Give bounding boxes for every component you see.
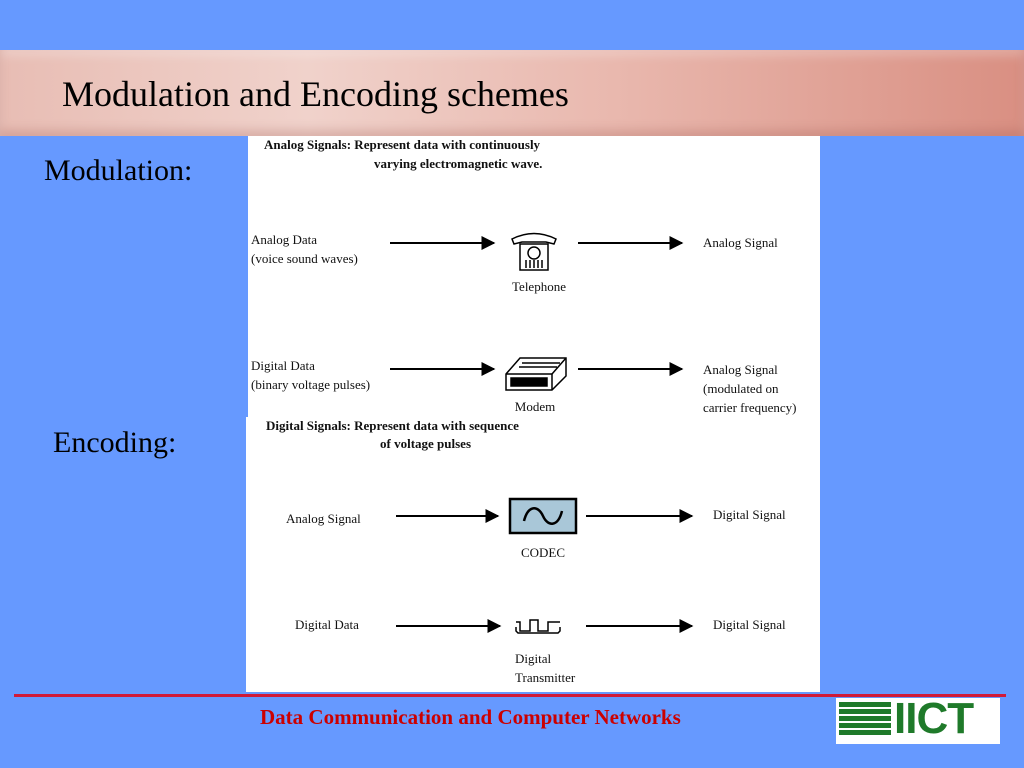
codec-label: CODEC (520, 545, 566, 560)
analog-signal-output-2-note2: carrier frequency) (703, 400, 797, 415)
digital-transmitter-label-line1: Digital (515, 651, 552, 666)
digital-data-sublabel: (binary voltage pulses) (251, 377, 371, 392)
modulation-label: Modulation: (44, 154, 193, 187)
modulation-header-line2: varying electromagnetic wave. (374, 156, 543, 171)
analog-signal-output-2-note1: (modulated on (703, 381, 779, 396)
footer-divider (14, 694, 1006, 697)
analog-signal-output-2: Analog Signal (703, 362, 778, 377)
digital-transmitter-label-line2: Transmitter (515, 670, 576, 685)
analog-data-sublabel: (voice sound waves) (251, 251, 358, 266)
analog-signal-output-1: Analog Signal (703, 235, 778, 250)
digital-transmitter-icon (515, 619, 561, 634)
codec-icon (508, 497, 578, 535)
modulation-diagram-graphics (390, 232, 684, 391)
modulation-header-line1: Analog Signals: Represent data with cont… (264, 137, 541, 152)
encoding-diagram: Digital Signals: Represent data with seq… (246, 417, 820, 692)
encoding-diagram-graphics (396, 497, 694, 634)
slide-title: Modulation and Encoding schemes (62, 74, 569, 114)
telephone-label: Telephone (512, 279, 566, 294)
modem-label: Modem (514, 399, 556, 414)
encoding-label: Encoding: (53, 426, 177, 459)
iict-logo: IICT (836, 694, 1000, 744)
footer-course-title: Data Communication and Computer Networks (260, 705, 681, 729)
digital-data-label: Digital Data (251, 358, 315, 373)
modulation-diagram: Analog Signals: Represent data with cont… (248, 136, 820, 417)
analog-data-label: Analog Data (251, 232, 318, 247)
digital-signal-output-1: Digital Signal (713, 507, 786, 522)
title-band (0, 50, 1024, 136)
modem-icon (505, 357, 567, 391)
telephone-icon (511, 232, 557, 271)
logo-text: IICT (894, 694, 974, 743)
encoding-header-line1: Digital Signals: Represent data with seq… (266, 418, 519, 433)
logo-stripes-icon (839, 702, 891, 740)
analog-signal-input-label: Analog Signal (286, 511, 361, 526)
digital-data-input-label: Digital Data (295, 617, 359, 632)
encoding-header-line2: of voltage pulses (380, 436, 471, 451)
digital-signal-output-2: Digital Signal (713, 617, 786, 632)
